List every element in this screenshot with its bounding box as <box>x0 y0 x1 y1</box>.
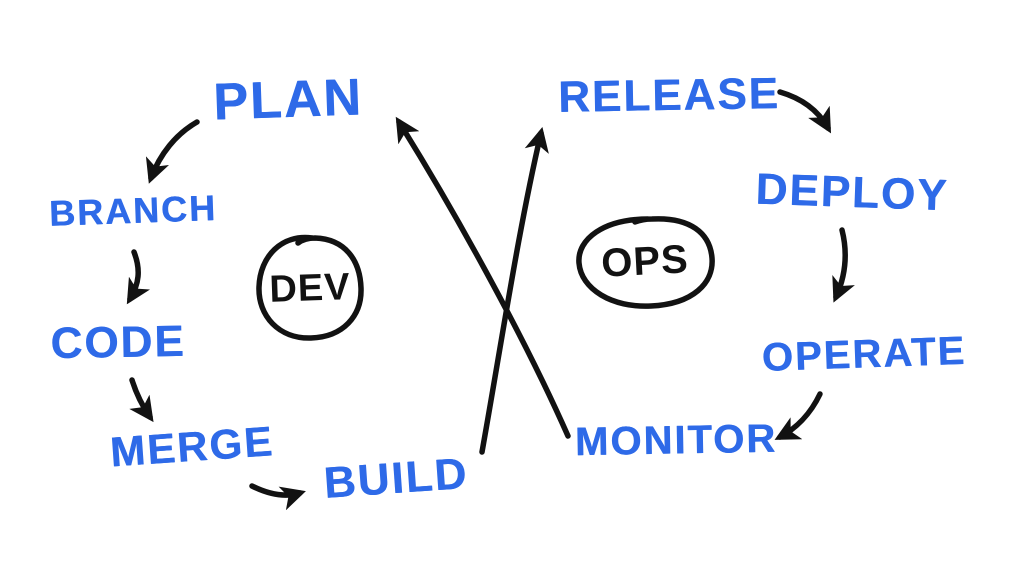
ops-circle-icon <box>576 216 715 309</box>
stage-deploy: DEPLOY <box>754 164 950 221</box>
stage-build: BUILD <box>322 449 470 508</box>
stage-operate: OPERATE <box>761 328 967 381</box>
arrow-merge-to-build-icon <box>249 483 306 511</box>
arrow-operate-to-monitor-icon <box>774 391 823 440</box>
arrow-monitor-to-plan-icon <box>395 116 571 439</box>
stage-code: CODE <box>50 316 186 369</box>
arrow-release-to-deploy-icon <box>777 89 832 134</box>
arrow-plan-to-branch-icon <box>145 119 200 184</box>
dev-center-label: DEV <box>268 266 352 311</box>
dev-circle-icon <box>256 234 364 341</box>
arrow-deploy-to-operate-icon <box>832 227 855 303</box>
ops-center-label: OPS <box>600 237 690 286</box>
stage-branch: BRANCH <box>48 187 218 234</box>
stage-release: RELEASE <box>557 69 781 122</box>
arrow-branch-to-code-icon <box>126 249 151 305</box>
stage-plan: PLAN <box>212 68 364 132</box>
arrow-code-to-merge-icon <box>129 377 154 423</box>
arrow-build-to-release-icon <box>479 126 549 455</box>
stage-monitor: MONITOR <box>574 416 778 465</box>
